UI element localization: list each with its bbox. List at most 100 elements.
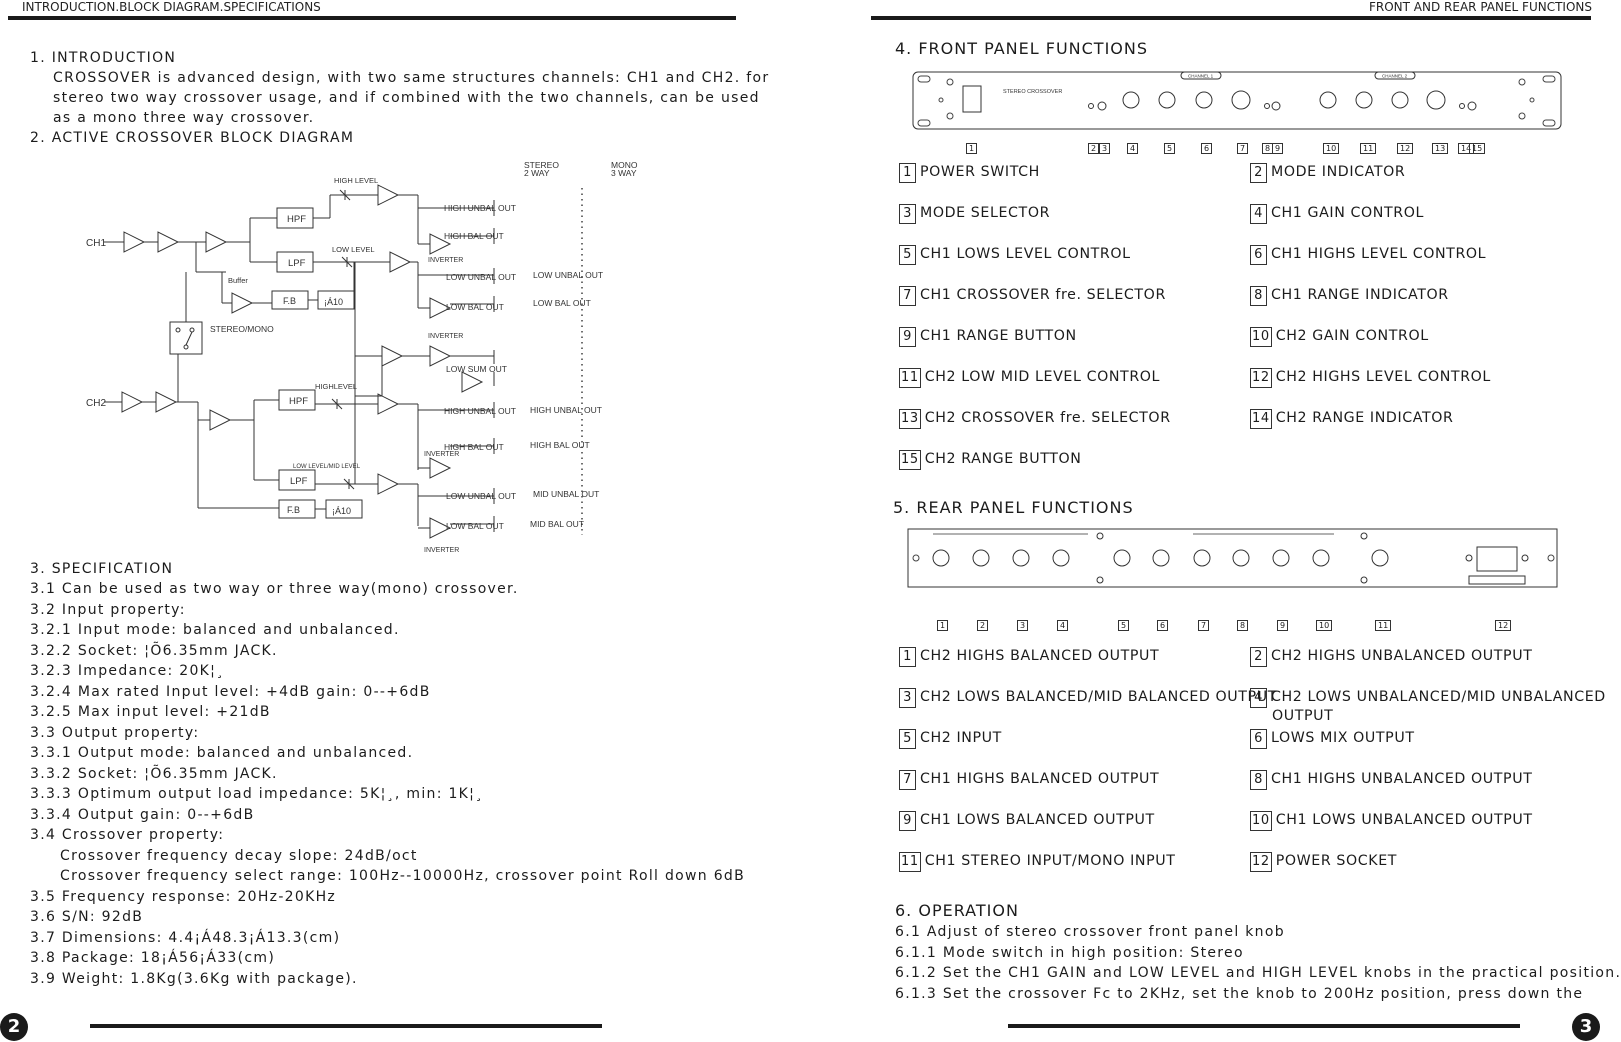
diagram-lpf-1: LPF [288, 258, 306, 269]
front-panel-callout: 14 [1458, 143, 1475, 154]
front-panel-callout: 15 [1469, 143, 1486, 154]
diagram-inverter-3: INVERTER [424, 451, 459, 458]
front-item-label: CH2 RANGE BUTTON [924, 451, 1082, 467]
rear-item-label: CH1 LOWS BALANCED OUTPUT [920, 812, 1155, 828]
front-panel-callout: 5 [1164, 143, 1176, 154]
diagram-inverter-2: INVERTER [428, 333, 463, 340]
front-panel-callout: 9 [1272, 143, 1284, 154]
rear-panel-callout: 12 [1495, 620, 1512, 631]
rear-item-number: 3 [899, 688, 916, 708]
front-item-label: CH2 GAIN CONTROL [1275, 328, 1429, 344]
rear-panel-callout: 5 [1118, 620, 1130, 631]
rear-item-number: 9 [899, 811, 916, 831]
spec-line: Crossover frequency decay slope: 24dB/oc… [60, 847, 418, 864]
spec-title: 3. SPECIFICATION [30, 561, 174, 577]
spec-line: 3.3.4 Output gain: 0--+6dB [30, 806, 255, 823]
front-item-number: 3 [899, 204, 916, 224]
rear-item-number: 11 [899, 852, 921, 872]
rear-panel-image [907, 528, 1558, 588]
front-item-label: CH1 LOWS LEVEL CONTROL [920, 246, 1131, 262]
front-panel-image: STEREO CROSSOVER CHANNEL 1 CHANNEL 2 [912, 71, 1562, 130]
front-panel-callout: 11 [1360, 143, 1377, 154]
front-item-number: 6 [1250, 245, 1267, 265]
rear-item-number: 4 [1250, 688, 1267, 708]
front-item-number: 14 [1250, 409, 1272, 429]
operation-line: 6.1.1 Mode switch in high position: Ster… [895, 944, 1244, 961]
spec-line: 3.6 S/N: 92dB [30, 909, 144, 925]
rear-panel-callout: 8 [1237, 620, 1249, 631]
spec-line: 3.2.2 Socket: ¦Õ6.35mm JACK. [30, 642, 278, 659]
diagram-mono-label: MONO [611, 160, 638, 170]
front-panel-channel1: CHANNEL 1 [1188, 74, 1214, 79]
front-panel-callout: 10 [1323, 143, 1340, 154]
front-panel-callout: 1 [966, 143, 978, 154]
spec-line: 3.2.1 Input mode: balanced and unbalance… [30, 622, 400, 638]
rear-panel-title: 5. REAR PANEL FUNCTIONS [893, 498, 1134, 517]
rear-item-label: CH1 HIGHS UNBALANCED OUTPUT [1271, 771, 1533, 787]
spec-line: 3.7 Dimensions: 4.4¡Á48.3¡Á13.3(cm) [30, 929, 341, 946]
left-header-rule [8, 16, 736, 20]
diagram-lpf-2: LPF [290, 476, 308, 487]
front-item-number: 4 [1250, 204, 1267, 224]
operation-title: 6. OPERATION [895, 901, 1019, 920]
rear-panel-callout: 2 [977, 620, 989, 631]
diagram-mono-sub: 3 WAY [611, 168, 637, 178]
spec-line: 3.9 Weight: 1.8Kg(3.6Kg with package). [30, 970, 358, 987]
spec-line: 3.4 Crossover property: [30, 827, 225, 843]
rear-item-label: CH1 HIGHS BALANCED OUTPUT [920, 771, 1160, 787]
diagram-hpf-2: HPF [289, 396, 308, 407]
front-item-number: 1 [899, 163, 916, 183]
diagram-low-unbal-out-1: LOW UNBAL OUT [446, 272, 516, 282]
front-item-number: 10 [1250, 327, 1272, 347]
diagram-hpf-1: HPF [287, 214, 306, 225]
page-number-left: 2 [0, 1013, 28, 1041]
diagram-stereo-high-bal-out: HIGH BAL OUT [530, 440, 590, 450]
diagram-ch2-label: CH2 [86, 398, 106, 409]
diagram-x10-2: ¡Á10 [332, 506, 351, 516]
spec-line: 3.2 Input property: [30, 601, 186, 618]
front-panel-callout: 2 [1088, 143, 1100, 154]
diagram-stereo-low-bal-out: LOW BAL OUT [533, 298, 591, 308]
diagram-mid-unbal-out: MID UNBAL OUT [533, 489, 599, 499]
front-panel-callout: 3 [1099, 143, 1111, 154]
diagram-inverter-4: INVERTER [424, 547, 459, 554]
rear-panel-callout: 1 [937, 620, 949, 631]
diagram-mid-bal-out: MID BAL OUT [530, 519, 584, 529]
diagram-buffer-label: Buffer [228, 276, 248, 285]
front-item-label: POWER SWITCH [920, 164, 1040, 180]
front-panel-brand: STEREO CROSSOVER [1003, 89, 1062, 95]
front-item-label: CH1 GAIN CONTROL [1271, 205, 1424, 221]
front-panel-callout: 13 [1432, 143, 1449, 154]
diagram-stereo-label: STEREO [524, 160, 559, 170]
rear-item-label: CH2 HIGHS BALANCED OUTPUT [920, 648, 1160, 664]
rear-item-number: 2 [1250, 647, 1267, 667]
front-item-number: 8 [1250, 286, 1267, 306]
front-item-label: CH2 CROSSOVER fre. SELECTOR [924, 410, 1171, 426]
diagram-highlevel-label: HIGHLEVEL [315, 382, 357, 391]
spec-line: 3.2.3 Impedance: 20K¦¸ [30, 663, 225, 679]
rear-item-label: CH2 LOWS BALANCED/MID BALANCED OUTPUT [920, 689, 1277, 705]
right-header-rule [871, 16, 1591, 20]
front-item-label: CH1 RANGE BUTTON [920, 328, 1077, 344]
rear-item-number: 12 [1250, 852, 1272, 872]
front-panel-channel2: CHANNEL 2 [1382, 74, 1408, 79]
rear-item-number: 6 [1250, 729, 1267, 749]
front-panel-callout: 6 [1201, 143, 1213, 154]
rear-item-label: POWER SOCKET [1275, 853, 1398, 869]
rear-panel-callout: 4 [1057, 620, 1069, 631]
spec-line: 3.5 Frequency response: 20Hz-20KHz [30, 888, 337, 905]
rear-item-label: CH2 LOWS UNBALANCED/MID UNBALANCED [1271, 689, 1606, 705]
spec-line: Crossover frequency select range: 100Hz-… [60, 868, 745, 884]
diagram-low-mid-level-label: LOW LEVEL/MID LEVEL [293, 464, 361, 470]
